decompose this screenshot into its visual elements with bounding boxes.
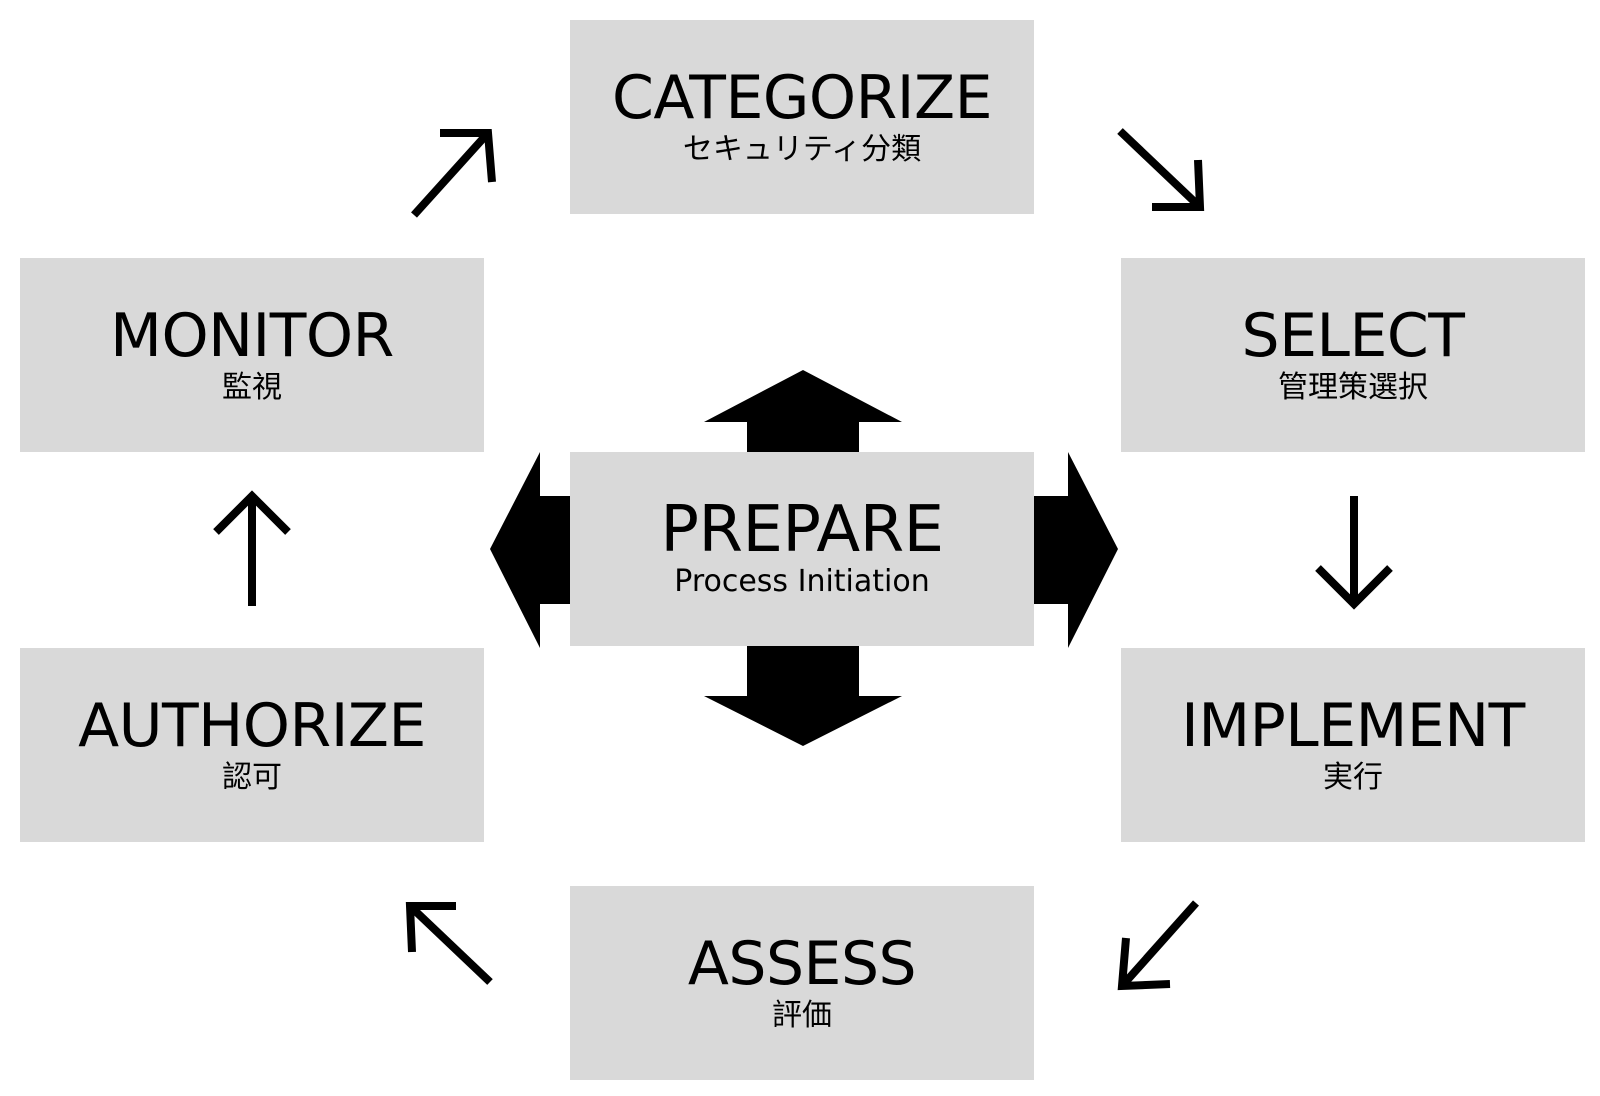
step-categorize: CATEGORIZE セキュリティ分類 (570, 20, 1034, 214)
step-title: MONITOR (110, 301, 394, 371)
step-subtitle: セキュリティ分類 (682, 132, 922, 167)
step-title: CATEGORIZE (612, 63, 992, 133)
arrow-implement-to-assess (1117, 900, 1199, 991)
prepare-right-arrow (1034, 452, 1118, 648)
center-prepare: PREPARE Process Initiation (570, 452, 1034, 646)
arrow-authorize-to-monitor (213, 490, 291, 606)
step-title: ASSESS (687, 929, 917, 999)
step-authorize: AUTHORIZE 認可 (20, 648, 484, 842)
center-title: PREPARE (660, 493, 944, 567)
step-assess: ASSESS 評価 (570, 886, 1034, 1080)
arrow-monitor-to-categorize (411, 129, 496, 218)
step-subtitle: 認可 (222, 760, 282, 795)
step-title: SELECT (1241, 301, 1465, 371)
step-subtitle: 実行 (1323, 760, 1383, 795)
step-implement: IMPLEMENT 実行 (1121, 648, 1585, 842)
step-subtitle: 評価 (772, 998, 832, 1033)
step-select: SELECT 管理策選択 (1121, 258, 1585, 452)
step-title: AUTHORIZE (78, 691, 426, 761)
prepare-up-arrow (704, 370, 902, 452)
arrow-categorize-to-select (1117, 128, 1205, 211)
center-subtitle: Process Initiation (674, 564, 930, 599)
prepare-down-arrow (704, 646, 902, 746)
step-subtitle: 監視 (222, 370, 282, 405)
step-monitor: MONITOR 監視 (20, 258, 484, 452)
prepare-left-arrow (490, 452, 570, 648)
arrow-select-to-implement (1315, 496, 1393, 610)
arrow-assess-to-authorize (405, 902, 493, 985)
step-subtitle: 管理策選択 (1278, 370, 1428, 405)
step-title: IMPLEMENT (1181, 691, 1525, 761)
